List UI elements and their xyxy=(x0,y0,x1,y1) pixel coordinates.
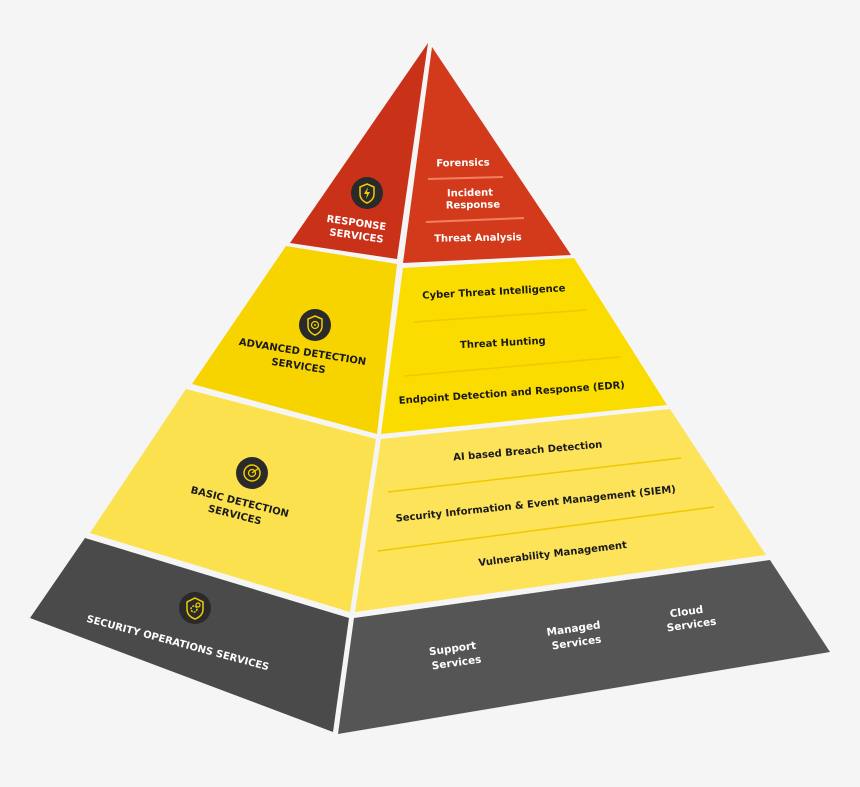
basic-left-face xyxy=(90,389,376,612)
gear-shield-icon xyxy=(179,592,211,624)
response-divider-1 xyxy=(427,176,504,180)
advanced-left-face xyxy=(192,246,397,434)
response-item-forensics: Forensics xyxy=(436,158,490,170)
advanced-item-threat-hunting: Threat Hunting xyxy=(460,336,546,351)
target-shield-icon xyxy=(299,309,331,341)
advanced-right-face xyxy=(381,258,667,434)
basic-divider-1 xyxy=(387,457,682,493)
basic-divider-2 xyxy=(377,506,715,552)
response-divider-2 xyxy=(425,217,525,223)
lightning-shield-icon xyxy=(351,177,383,209)
radar-icon xyxy=(236,457,268,489)
response-left-face xyxy=(290,43,428,259)
advanced-divider-2 xyxy=(403,356,621,377)
response-item-response: Response xyxy=(446,200,501,212)
response-right-face xyxy=(403,47,571,263)
operations-right-face xyxy=(338,560,830,734)
operations-item-cloud-1: Cloud xyxy=(669,604,704,621)
advanced-divider-1 xyxy=(413,309,588,323)
response-item-incident: Incident xyxy=(447,188,493,200)
operations-left-face xyxy=(30,538,349,732)
response-item-threat-analysis: Threat Analysis xyxy=(434,232,522,245)
